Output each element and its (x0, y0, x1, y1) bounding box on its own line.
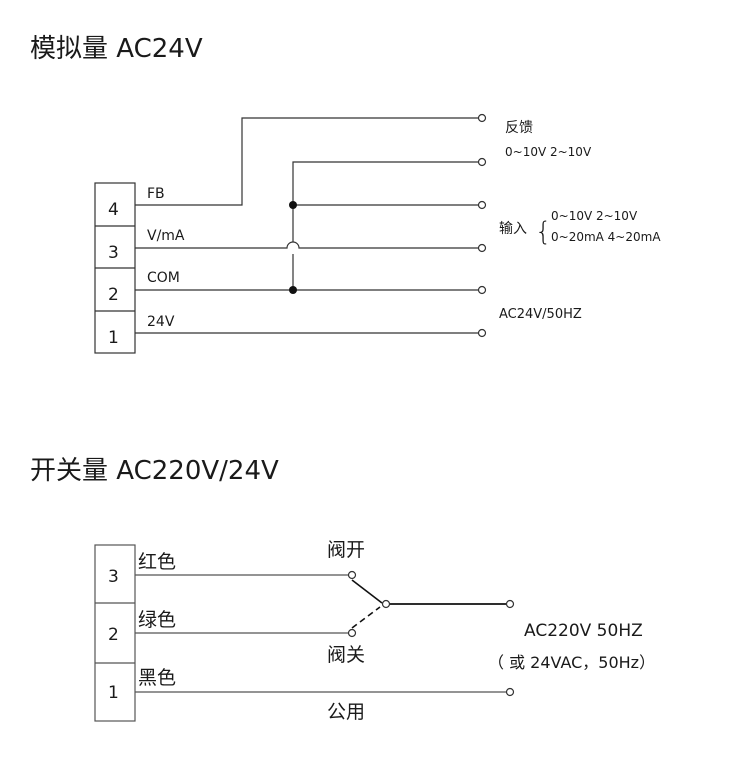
power-label: AC220V 50HZ (524, 621, 643, 641)
input-range-voltage: 0~10V 2~10V (551, 209, 638, 223)
power-alt-label: （ 或 24VAC，50Hz） (488, 653, 655, 672)
valve-close-label: 阀关 (327, 644, 365, 666)
switch-diagram (94, 544, 506, 722)
fb-wire (135, 117, 478, 206)
wire-color-label: 绿色 (138, 609, 176, 631)
common-label: 公用 (327, 701, 365, 723)
bus-upper (292, 161, 478, 242)
junction-dot (289, 286, 297, 294)
wire-color-label: 黑色 (138, 667, 176, 689)
terminal-circle (477, 285, 487, 295)
open-contact (347, 570, 357, 580)
valve-open-label: 阀开 (327, 539, 365, 561)
terminal-circle (505, 599, 515, 609)
power-label: AC24V/50HZ (499, 307, 582, 322)
terminal-circle (477, 328, 487, 338)
terminal-label: 24V (147, 314, 175, 330)
terminal-number: 4 (108, 200, 119, 220)
junction-dot (289, 201, 297, 209)
terminal-circle (477, 157, 487, 167)
terminal-circle (477, 200, 487, 210)
input-range-current: 0~20mA 4~20mA (551, 230, 661, 244)
feedback-range: 0~10V 2~10V (505, 145, 592, 159)
close-contact (347, 628, 357, 638)
section-title-analog: 模拟量 AC24V (30, 34, 203, 64)
terminal-number: 3 (108, 567, 119, 587)
terminal-number: 3 (108, 243, 119, 263)
input-label: 输入 (499, 221, 527, 237)
input-brace: { (535, 217, 552, 247)
terminal-circle (477, 243, 487, 253)
terminal-number: 2 (108, 625, 119, 645)
feedback-label: 反馈 (505, 120, 533, 136)
section-title-switch: 开关量 AC220V/24V (30, 456, 279, 486)
terminal-number: 2 (108, 285, 119, 305)
terminal-circle (505, 687, 515, 697)
terminal-label: FB (147, 186, 165, 202)
terminal-label: COM (147, 270, 180, 286)
analog-diagram (94, 117, 478, 354)
terminal-circle (477, 113, 487, 123)
terminal-label: V/mA (147, 228, 185, 244)
switch-arm (351, 579, 383, 604)
wire-color-label: 红色 (138, 551, 176, 573)
terminal-number: 1 (108, 328, 119, 348)
terminal-number: 1 (108, 683, 119, 703)
switch-arm-dashed (351, 606, 381, 629)
vma-wire (135, 241, 478, 249)
switch-pivot (381, 599, 391, 609)
